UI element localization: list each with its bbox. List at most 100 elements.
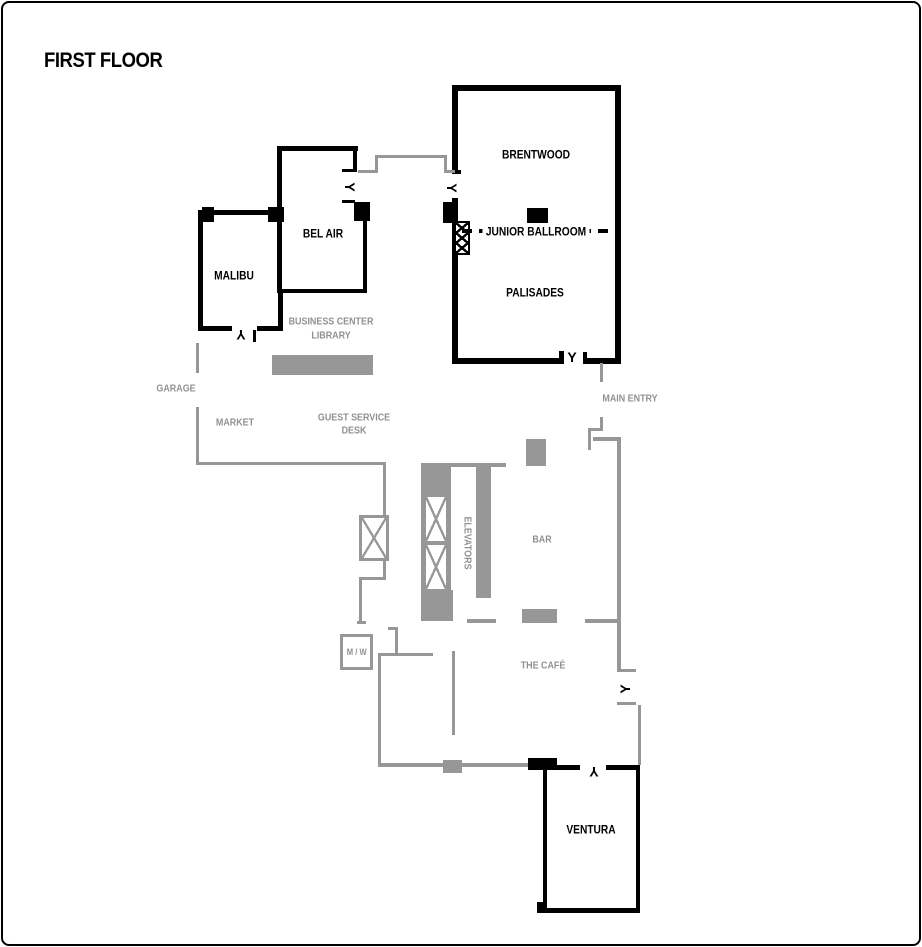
belair-wall-right-upper xyxy=(353,146,357,172)
belair-door-lip-bottom xyxy=(342,200,355,203)
corridor-wall xyxy=(444,155,447,173)
garage-wall-upper xyxy=(196,343,199,373)
cafe-wall-left xyxy=(378,656,381,766)
area-label-elevators: ELEVATORS xyxy=(461,516,474,570)
malibu-wall-bottom-right xyxy=(257,326,283,331)
partition-marker-malibu-left xyxy=(202,207,214,222)
corridor-wall xyxy=(383,561,386,579)
page-title: FIRST FLOOR xyxy=(44,49,163,72)
malibu-wall-top xyxy=(198,210,283,215)
ventura-door-icon: Y xyxy=(589,764,599,780)
garage-wall-lower xyxy=(196,407,199,463)
wall-segment xyxy=(638,705,641,765)
entry-wall xyxy=(593,437,620,441)
elevator-lobby-wall xyxy=(421,463,506,467)
ventura-wall-top-right xyxy=(606,765,636,770)
room-label-palisades: PALISADES xyxy=(506,285,564,300)
belair-door-lip-top xyxy=(342,169,357,172)
brentwood-door-icon: Y xyxy=(444,183,460,193)
area-label-cafe: THE CAFÉ xyxy=(520,659,566,672)
elevator-car-icon xyxy=(424,543,448,591)
cafe-wall-right xyxy=(617,437,621,672)
bar-wall xyxy=(467,619,496,623)
corridor-wall xyxy=(359,580,362,622)
ballroom-wall-left-upper xyxy=(452,85,458,170)
corridor-wall xyxy=(375,155,378,173)
area-label-garage: GARAGE xyxy=(156,382,196,395)
stair-shaft-icon xyxy=(359,515,389,561)
room-label-brentwood: BRENTWOOD xyxy=(502,147,570,162)
elevator-car-icon xyxy=(424,495,448,543)
ballroom-wall-right xyxy=(615,85,621,363)
belair-wall-bottom xyxy=(277,289,367,293)
partition-cell-icon xyxy=(456,232,468,243)
library-desk xyxy=(272,355,373,375)
belair-wall-right-lower xyxy=(363,221,367,293)
ventura-wall-right xyxy=(636,765,640,913)
elevator-lobby-bar xyxy=(476,466,491,598)
corridor-wall xyxy=(358,170,378,173)
entry-wall xyxy=(588,428,603,431)
malibu-wall-bottom-left xyxy=(198,326,232,331)
partition-marker-malibu-right xyxy=(268,207,284,222)
corridor-wall xyxy=(444,170,455,173)
area-label-library: LIBRARY xyxy=(311,329,351,342)
restroom-box: M / W xyxy=(340,634,373,670)
wall-segment xyxy=(395,627,398,655)
interior-wall xyxy=(452,651,455,735)
malibu-wall-left xyxy=(198,210,203,331)
bar-counter-bottom xyxy=(522,609,557,623)
corridor-wall-foot xyxy=(357,621,366,624)
room-label-malibu: MALIBU xyxy=(214,268,254,283)
corridor-wall xyxy=(359,577,386,580)
ventura-wall-left xyxy=(543,765,547,908)
entry-path xyxy=(600,363,603,382)
entry-wall xyxy=(600,417,603,430)
entry-wall xyxy=(588,428,591,450)
ventura-wall-notch xyxy=(537,902,547,913)
partition-marker-left xyxy=(443,202,458,223)
corridor-wall xyxy=(383,465,386,515)
cafe-door-lip-top xyxy=(617,669,636,672)
cafe-door-icon: Y xyxy=(617,684,633,694)
folding-partition-icon xyxy=(454,221,470,255)
area-label-bar: BAR xyxy=(532,533,552,546)
belair-wall-top xyxy=(277,146,358,151)
wall-segment xyxy=(388,627,398,630)
malibu-door-lip xyxy=(253,330,256,342)
bar-counter-top xyxy=(526,439,546,466)
ventura-wall-top-left xyxy=(543,765,580,770)
ballroom-door-jamb xyxy=(559,351,564,359)
area-label-market: MARKET xyxy=(215,416,255,429)
area-label-guest-service-desk: DESK xyxy=(341,424,367,437)
corridor-wall xyxy=(375,155,447,158)
corridor-wall-top xyxy=(196,462,386,465)
palisades-door-icon: Y xyxy=(567,349,577,365)
room-label-ventura: VENTURA xyxy=(566,822,616,837)
area-label-guest-service: GUEST SERVICE xyxy=(317,411,391,424)
room-label-junior-ballroom: JUNIOR BALLROOM xyxy=(482,224,590,240)
room-label-bel-air: BEL AIR xyxy=(302,226,344,241)
ballroom-wall-bottom-left xyxy=(452,358,564,364)
cafe-door-lip-bottom xyxy=(617,702,636,705)
partition-cell-icon xyxy=(456,242,468,253)
belair-door-icon: Y xyxy=(342,182,358,192)
ballroom-wall-left-lower xyxy=(452,198,458,358)
ballroom-wall-top xyxy=(455,85,621,91)
partition-marker-belair xyxy=(354,202,370,221)
bar-wall xyxy=(585,619,618,623)
ventura-wall-bottom xyxy=(543,908,640,913)
ballroom-wall-bottom-right xyxy=(587,358,621,364)
malibu-door-icon: Y xyxy=(236,327,246,343)
ballroom-door-lip xyxy=(452,170,461,174)
ballroom-door-lip2 xyxy=(583,352,587,364)
area-label-business-center: BUSINESS CENTER xyxy=(288,315,374,328)
area-label-main-entry: MAIN ENTRY xyxy=(602,392,658,405)
counter-marker xyxy=(443,760,462,773)
wall-segment xyxy=(378,653,433,656)
partition-cell-icon xyxy=(456,223,468,233)
malibu-wall-right-lower xyxy=(278,293,283,331)
partition-marker-center xyxy=(527,208,548,223)
